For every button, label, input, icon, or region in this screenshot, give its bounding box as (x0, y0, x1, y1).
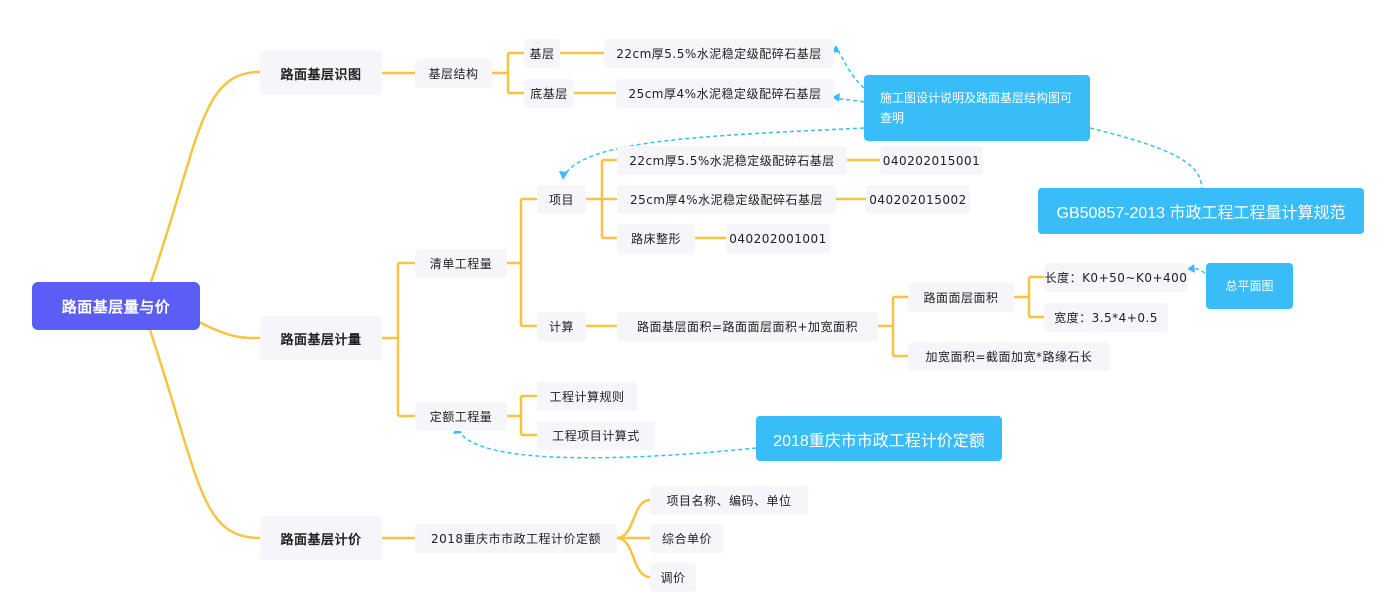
node-subbase[interactable]: 底基层 (524, 79, 574, 108)
node-pricing-quota[interactable]: 2018重庆市市政工程计价定额 (415, 524, 617, 553)
node-bill-quantity[interactable]: 清单工程量 (415, 249, 507, 278)
node-item[interactable]: 项目 (537, 185, 586, 214)
node-base[interactable]: 基层 (524, 39, 560, 68)
node-item-name[interactable]: 25cm厚4%水泥稳定级配碎石基层 (617, 185, 836, 214)
node-subbase-desc[interactable]: 25cm厚4%水泥稳定级配碎石基层 (616, 79, 834, 108)
root-node[interactable]: 路面基层量与价 (32, 282, 200, 330)
node-width[interactable]: 宽度：3.5*4+0.5 (1044, 303, 1168, 332)
node-pricing-child[interactable]: 项目名称、编码、单位 (650, 486, 808, 515)
note-drawing[interactable]: 施工图设计说明及路面基层结构图可查明 (864, 75, 1090, 141)
node-item-name[interactable]: 路床整形 (617, 224, 695, 253)
node-pricing-child[interactable]: 调价 (650, 563, 696, 592)
node-quota-quantity[interactable]: 定额工程量 (415, 402, 507, 431)
node-item-code[interactable]: 040202015001 (880, 146, 983, 175)
node-calc[interactable]: 计算 (537, 312, 586, 341)
node-base-structure[interactable]: 基层结构 (415, 59, 492, 88)
node-item-code[interactable]: 040202001001 (726, 224, 830, 253)
node-formula[interactable]: 路面基层面积=路面面层面积+加宽面积 (617, 312, 878, 341)
note-chongqing-quota[interactable]: 2018重庆市市政工程计价定额 (756, 416, 1002, 461)
node-item-name[interactable]: 22cm厚5.5%水泥稳定级配碎石基层 (617, 146, 847, 175)
node-calc-rule[interactable]: 工程计算规则 (537, 382, 637, 411)
note-gb-standard[interactable]: GB50857-2013 市政工程工程量计算规范 (1038, 188, 1364, 234)
node-surface-area[interactable]: 路面面层面积 (908, 283, 1014, 312)
note-site-plan[interactable]: 总平面图 (1206, 263, 1293, 309)
node-widen-area[interactable]: 加宽面积=截面加宽*路缘石长 (908, 342, 1110, 371)
node-length[interactable]: 长度：K0+50~K0+400 (1044, 263, 1188, 292)
node-pricing-child[interactable]: 综合单价 (650, 524, 724, 553)
branch-identify[interactable]: 路面基层识图 (260, 51, 382, 95)
node-base-desc[interactable]: 22cm厚5.5%水泥稳定级配碎石基层 (604, 39, 834, 68)
node-item-code[interactable]: 040202015002 (866, 185, 970, 214)
branch-pricing[interactable]: 路面基层计价 (260, 516, 382, 560)
branch-quantity[interactable]: 路面基层计量 (260, 316, 382, 360)
node-calc-formula[interactable]: 工程项目计算式 (537, 421, 655, 450)
